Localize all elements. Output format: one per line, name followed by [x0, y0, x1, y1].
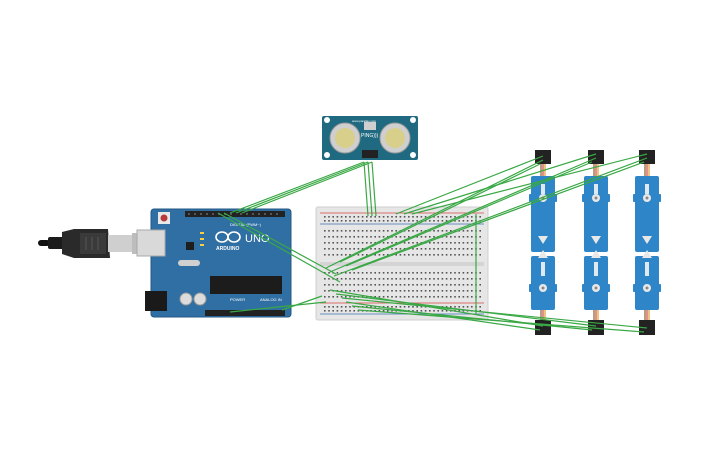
- usb-cable[interactable]: [38, 229, 138, 258]
- servo-motor-2[interactable]: [582, 150, 610, 335]
- servo-motor-3[interactable]: [633, 150, 661, 335]
- sensor-name-label: PING))): [361, 133, 379, 139]
- arduino-uno-board[interactable]: ARDUINO UNO DIGITAL (PWM~) POWER ANALOG …: [136, 208, 292, 318]
- arduino-brand-label: ARDUINO: [216, 246, 239, 252]
- breadboard[interactable]: [315, 206, 489, 321]
- arduino-analog-label: ANALOG IN: [260, 297, 282, 302]
- sensor-site-label: www.parallax.com: [352, 119, 377, 123]
- ultrasonic-sensor[interactable]: PING))) www.parallax.com: [322, 116, 418, 160]
- arduino-model-label: UNO: [245, 233, 270, 245]
- arduino-power-label: POWER: [230, 297, 245, 302]
- jumper-wires: [217, 153, 648, 333]
